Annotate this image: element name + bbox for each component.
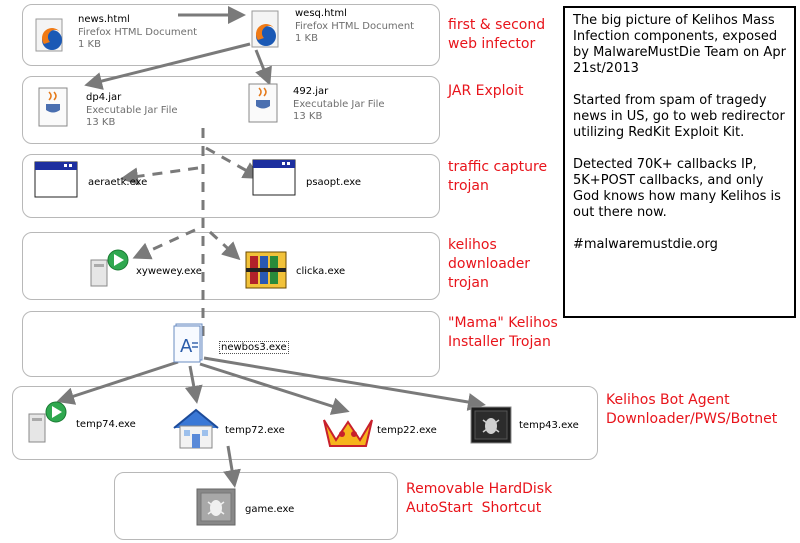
application-window-icon [252, 158, 298, 198]
file-name-psaopt: psaopt.exe [306, 177, 361, 188]
document-installer-icon: A [170, 322, 210, 364]
bug-app-icon [196, 488, 238, 528]
file-name-newbos3: newbos3.exe [219, 341, 289, 354]
note-paragraph: The big picture of Kelihos Mass Infectio… [573, 13, 786, 76]
java-jar-icon [246, 82, 282, 126]
file-name-temp22: temp22.exe [377, 425, 437, 436]
stage-label-downloader: kelihos downloader trojan [448, 237, 531, 291]
file-type-492: Executable Jar File [293, 99, 385, 110]
file-size-492: 13 KB [293, 111, 323, 122]
file-name-492: 492.jar [293, 86, 329, 97]
arrow-to-game [223, 445, 241, 488]
svg-text:A: A [180, 336, 193, 357]
file-name-aeraetk: aeraetk.exe [88, 177, 148, 188]
application-window-icon [34, 160, 80, 200]
firefox-icon [250, 10, 284, 50]
stage-label-installer: "Mama" Kelihos Installer Trojan [448, 315, 558, 350]
note-paragraph: Started from spam of tragedy news in US,… [573, 93, 785, 140]
summary-note: The big picture of Kelihos Mass Infectio… [563, 6, 796, 318]
file-type-dp4: Executable Jar File [86, 105, 178, 116]
stage-label-bot-agent: Kelihos Bot Agent Downloader/PWS/Botnet [606, 392, 778, 427]
file-type-news: Firefox HTML Document [78, 27, 198, 38]
stage-label-web-infector: first & second web infector [448, 17, 546, 52]
file-size-news: 1 KB [78, 39, 101, 50]
stage-box-traffic-capture [22, 154, 440, 218]
java-jar-icon [36, 86, 72, 130]
file-name-xywewey: xywewey.exe [136, 266, 202, 277]
archive-books-icon [244, 248, 292, 292]
arrow-to-aeraetk [120, 166, 199, 186]
arrow-to-psaopt [205, 146, 262, 179]
stage-label-traffic-capture: traffic capture trojan [448, 159, 548, 194]
stage-box-installer [22, 311, 440, 377]
stage-label-removable: Removable HardDisk AutoStart Shortcut [406, 481, 553, 516]
arrow-to-xywewey [132, 228, 196, 260]
file-name-temp74: temp74.exe [76, 419, 136, 430]
firefox-icon [34, 18, 68, 52]
installer-play-icon [88, 248, 134, 288]
installer-play-icon [26, 400, 72, 444]
arrow-to-temp72 [184, 365, 203, 404]
file-name-game: game.exe [245, 504, 295, 515]
home-icon [170, 406, 222, 450]
file-name-temp72: temp72.exe [225, 425, 285, 436]
stage-box-removable [114, 472, 398, 540]
file-name-news: news.html [78, 14, 130, 25]
mascot-icon [322, 412, 374, 450]
arrow-to-temp22 [199, 362, 350, 415]
arrow-wesq-to-dp4 [84, 42, 251, 90]
file-name-dp4: dp4.jar [86, 92, 122, 103]
file-size-wesq: 1 KB [295, 33, 318, 44]
arrow-to-clicka [208, 230, 241, 261]
arrow-to-temp74 [56, 360, 179, 405]
arrow-wesq-to-492 [254, 49, 272, 86]
file-size-dp4: 13 KB [86, 117, 116, 128]
file-name-wesq: wesq.html [295, 8, 347, 19]
arrow-to-temp43 [203, 356, 486, 411]
bug-app-icon [470, 406, 514, 446]
file-type-wesq: Firefox HTML Document [295, 21, 415, 32]
stage-label-jar-exploit: JAR Exploit [448, 83, 524, 99]
note-paragraph: Detected 70K+ callbacks IP, 5K+POST call… [573, 157, 781, 220]
file-name-clicka: clicka.exe [296, 266, 346, 277]
file-name-temp43: temp43.exe [519, 420, 579, 431]
note-paragraph: #malwaremustdie.org [573, 237, 718, 252]
